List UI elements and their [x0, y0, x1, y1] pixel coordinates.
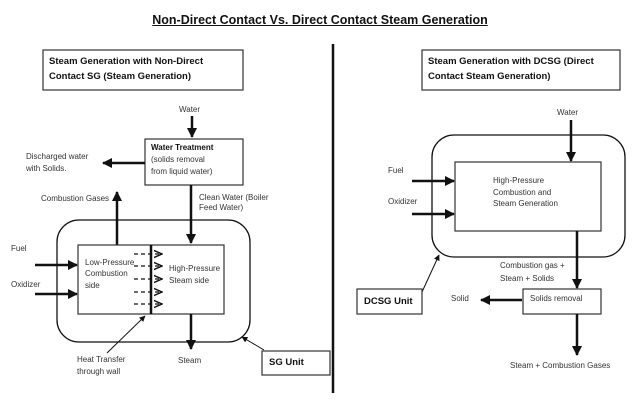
reactor-output-label-2: Steam + Solids	[500, 274, 555, 283]
heat-transfer-label-1: Heat Transfer	[77, 355, 126, 364]
right-header: Steam Generation with DCSG (Direct Conta…	[428, 56, 594, 82]
water-label-left: Water	[179, 105, 201, 114]
sg-unit-label: SG Unit	[269, 357, 304, 368]
fuel-label-left: Fuel	[11, 244, 27, 253]
sg-unit-pointer	[241, 336, 265, 351]
reactor-label-2: Combustion and	[493, 188, 552, 197]
reactor-label-1: High-Pressure	[493, 176, 545, 185]
dcsg-reactor-box	[454, 161, 602, 232]
reactor-output-label-1: Combustion gas +	[500, 261, 565, 270]
water-treatment-desc-1: (solids removal	[151, 155, 205, 164]
left-header-box	[42, 49, 244, 91]
low-pressure-label-1: Low-Pressure	[85, 258, 135, 267]
final-output-label: Steam + Combustion Gases	[510, 361, 611, 370]
combustion-gases-label: Combustion Gases	[41, 194, 110, 203]
clean-water-label-2: Feed Water)	[199, 203, 244, 212]
discharged-water-label-2: with Solids.	[26, 164, 67, 173]
left-header: Steam Generation with Non-Direct Contact…	[49, 56, 204, 82]
high-pressure-label-2: Steam side	[169, 276, 210, 285]
low-pressure-label-2: Combustion	[85, 269, 128, 278]
solids-removal-box	[522, 288, 602, 315]
dcsg-unit-rounded-enclosure	[431, 134, 626, 258]
oxidizer-label-left: Oxidizer	[11, 280, 41, 289]
heat-transfer-label-2: through wall	[77, 367, 121, 376]
water-label-right: Water	[557, 108, 579, 117]
water-treatment-desc-2: from liquid water)	[151, 167, 213, 176]
solids-removal-label: Solids removal	[530, 294, 583, 303]
high-pressure-label-1: High-Pressure	[169, 264, 221, 273]
right-header-box	[421, 49, 621, 91]
heat-flow-dashed-arrows	[134, 254, 162, 304]
low-pressure-label-3: side	[85, 281, 100, 290]
solid-label: Solid	[451, 294, 469, 303]
page-title: Non-Direct Contact Vs. Direct Contact St…	[152, 13, 488, 27]
clean-water-label-1: Clean Water (Boiler	[199, 193, 269, 202]
steam-label: Steam	[178, 356, 202, 365]
sg-unit-label-box	[261, 350, 331, 376]
fuel-label-right: Fuel	[388, 166, 404, 175]
dcsg-unit-label: DCSG Unit	[364, 296, 413, 307]
oxidizer-label-right: Oxidizer	[388, 197, 418, 206]
heat-transfer-pointer	[106, 315, 146, 354]
reactor-label-3: Steam Generation	[493, 199, 558, 208]
sg-unit-rounded-enclosure	[56, 219, 251, 343]
dcsg-unit-label-box	[356, 288, 423, 315]
discharged-water-label-1: Discharged water	[26, 152, 89, 161]
dcsg-unit-pointer	[421, 254, 440, 293]
water-treatment-title: Water Treatment	[151, 143, 214, 152]
